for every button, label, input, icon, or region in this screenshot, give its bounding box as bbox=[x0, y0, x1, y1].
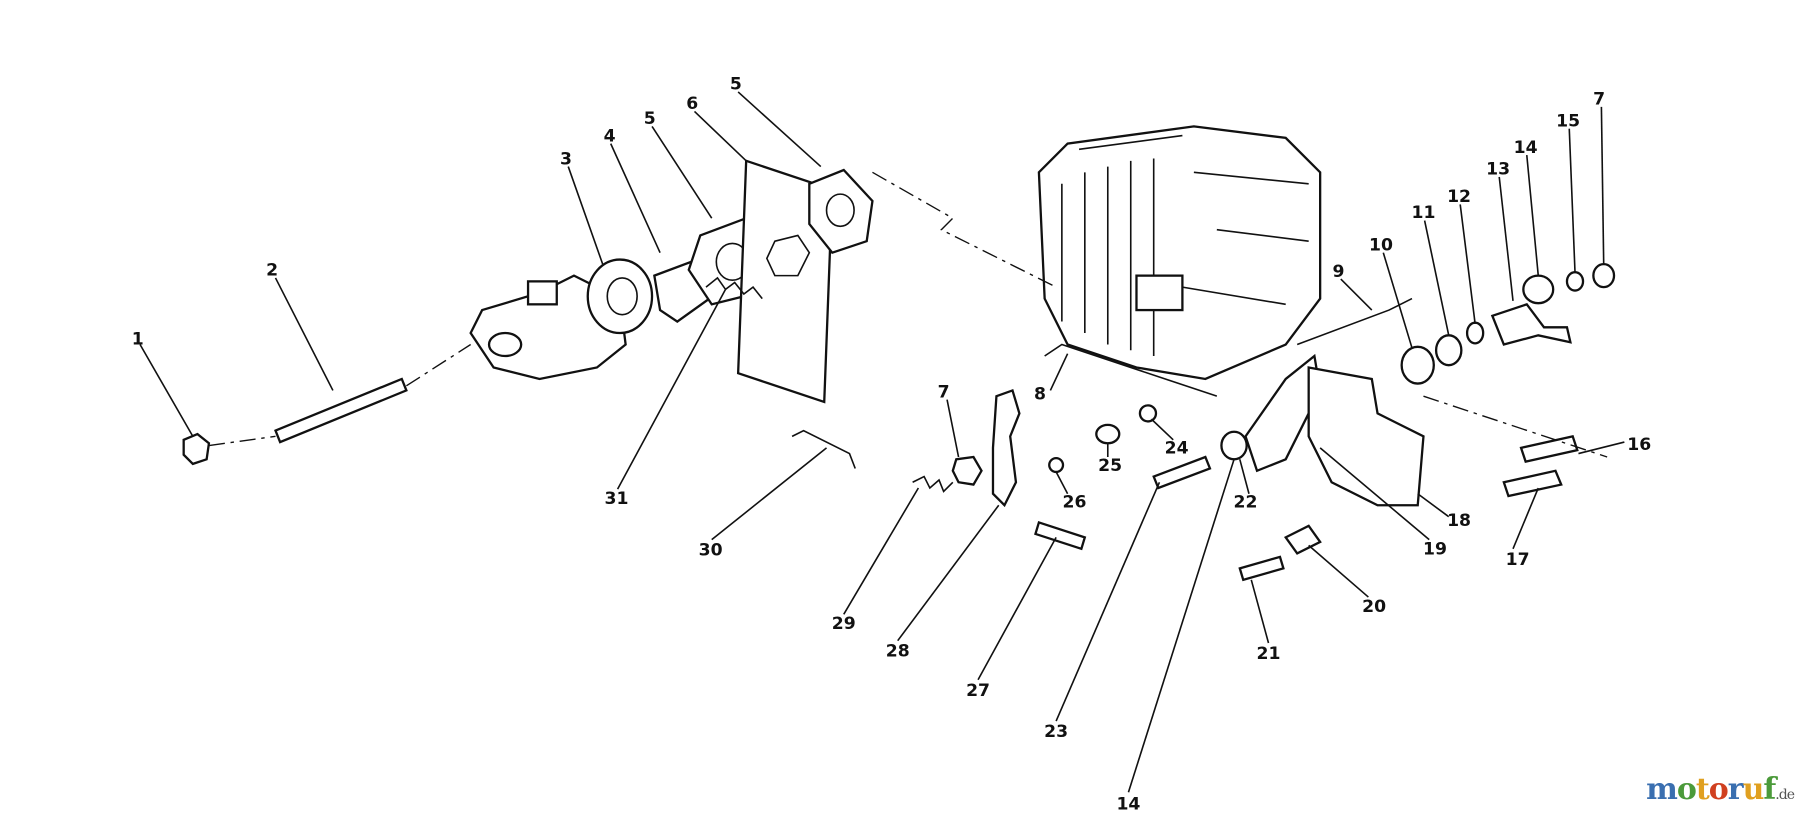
governor-link bbox=[1044, 343, 1218, 397]
watermark-letter: o bbox=[1676, 772, 1697, 807]
watermark-letter: m bbox=[1646, 772, 1678, 807]
watermark-letter: r bbox=[1727, 772, 1744, 807]
callout-10: 10 bbox=[1369, 235, 1393, 255]
callout-29: 29 bbox=[832, 614, 856, 634]
callout-16: 16 bbox=[1627, 435, 1651, 455]
bolt bbox=[1238, 555, 1285, 582]
callout-14b: 14 bbox=[1116, 794, 1140, 813]
gasket bbox=[808, 168, 874, 255]
callout-17: 17 bbox=[1506, 550, 1530, 570]
watermark-letter: u bbox=[1742, 772, 1765, 807]
callout-2: 2 bbox=[266, 261, 278, 281]
callout-27: 27 bbox=[966, 681, 990, 701]
callout-4: 4 bbox=[604, 126, 616, 146]
callout-15: 15 bbox=[1556, 111, 1580, 131]
callout-12: 12 bbox=[1447, 187, 1471, 207]
callout-31: 31 bbox=[604, 489, 628, 509]
callout-9: 9 bbox=[1333, 262, 1345, 282]
nut bbox=[182, 432, 276, 466]
callout-7: 7 bbox=[1593, 90, 1605, 110]
callout-26: 26 bbox=[1063, 493, 1087, 513]
spring bbox=[1400, 345, 1435, 385]
control-bracket bbox=[1307, 366, 1425, 507]
bolt bbox=[1502, 469, 1563, 498]
lever bbox=[1490, 302, 1572, 346]
watermark-letter: f bbox=[1763, 772, 1776, 807]
engine-block bbox=[1037, 125, 1322, 381]
spring bbox=[705, 276, 763, 300]
callout-30: 30 bbox=[699, 541, 723, 561]
washer bbox=[1220, 430, 1248, 461]
watermark-logo: motoruf.de bbox=[1646, 772, 1795, 807]
leader-lines bbox=[139, 91, 1625, 793]
stud bbox=[274, 343, 472, 444]
callout-11: 11 bbox=[1411, 203, 1435, 223]
callout-5: 5 bbox=[644, 109, 656, 129]
callout-14: 14 bbox=[1514, 138, 1538, 158]
callout-3: 3 bbox=[560, 149, 572, 169]
callout-13: 13 bbox=[1486, 160, 1510, 180]
nut bbox=[1592, 263, 1616, 289]
callout-22: 22 bbox=[1234, 493, 1258, 513]
link-rod bbox=[1296, 297, 1413, 346]
callout-20: 20 bbox=[1362, 597, 1386, 617]
washer bbox=[1048, 457, 1065, 474]
watermark-letter: t bbox=[1695, 772, 1710, 807]
nut bbox=[951, 455, 983, 486]
washer bbox=[1522, 274, 1555, 305]
bolt bbox=[1519, 435, 1579, 463]
washer bbox=[1465, 321, 1485, 345]
governor-lever bbox=[991, 388, 1021, 508]
callout-23: 23 bbox=[1044, 722, 1068, 742]
bolt bbox=[1034, 520, 1087, 551]
callout-7b: 7 bbox=[938, 382, 950, 402]
watermark-letter: o bbox=[1708, 772, 1729, 807]
callout-24: 24 bbox=[1165, 439, 1189, 459]
callout-6: 6 bbox=[686, 94, 698, 114]
callout-1: 1 bbox=[132, 330, 144, 350]
callout-28: 28 bbox=[886, 642, 910, 662]
bushing bbox=[1434, 334, 1463, 367]
callout-18: 18 bbox=[1447, 511, 1471, 531]
callout-labels: 1 2 3 4 5 6 5 7 15 14 13 12 11 10 9 8 7 … bbox=[132, 75, 1652, 813]
callout-19: 19 bbox=[1423, 540, 1447, 560]
washer bbox=[1095, 423, 1121, 445]
washer bbox=[1565, 271, 1585, 292]
callout-5b: 5 bbox=[730, 75, 742, 95]
callout-25: 25 bbox=[1098, 456, 1122, 476]
bolt bbox=[1152, 455, 1212, 490]
spring bbox=[912, 475, 954, 493]
nut bbox=[1138, 404, 1158, 423]
link-rod bbox=[791, 429, 856, 469]
gasket bbox=[586, 258, 654, 335]
clamp bbox=[1283, 524, 1322, 555]
callout-21: 21 bbox=[1257, 644, 1281, 664]
callout-8: 8 bbox=[1034, 385, 1046, 405]
